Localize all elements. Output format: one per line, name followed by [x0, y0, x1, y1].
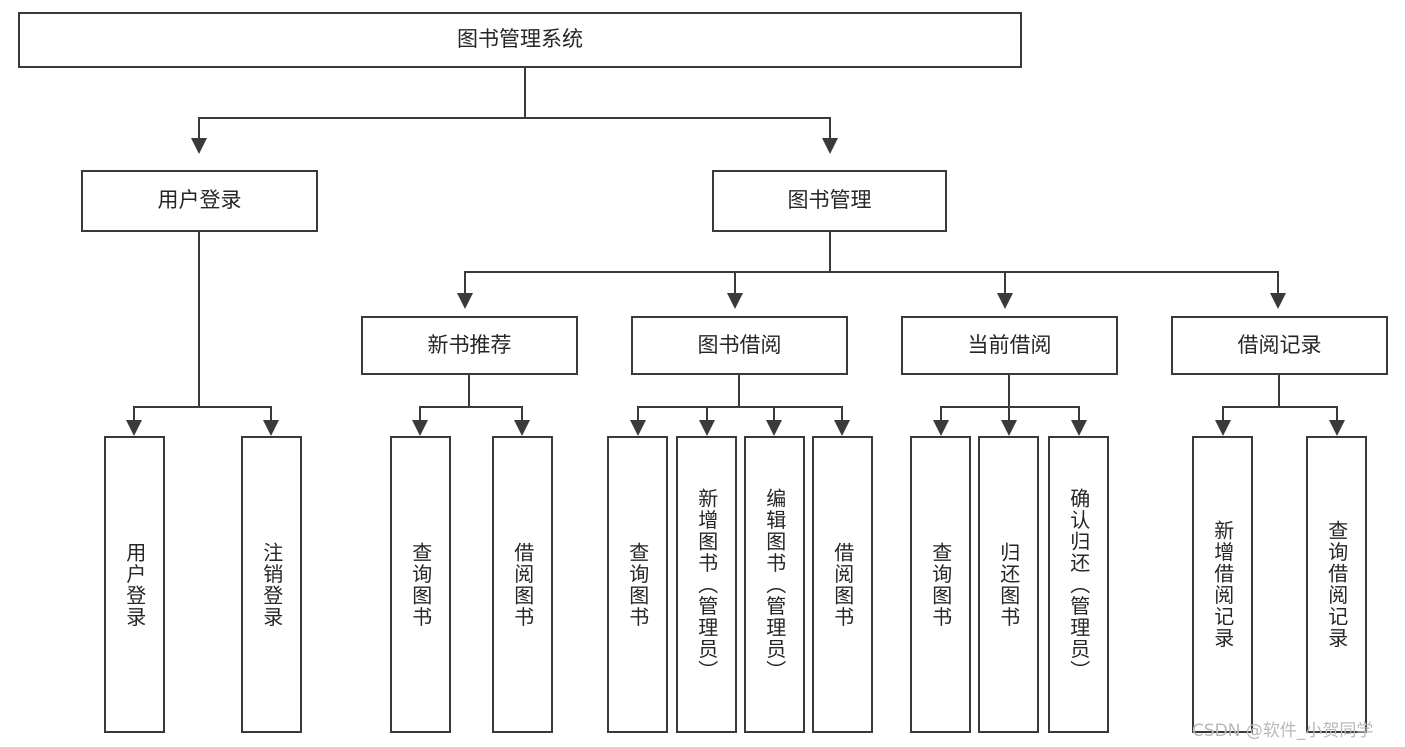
node-label: 借阅图书 [510, 541, 535, 628]
arrow-user-login-leaf1 [126, 420, 142, 436]
connector-cb-leaf1 [940, 406, 942, 422]
arrow-to-borrow-records [1270, 293, 1286, 309]
arrow-root-to-book-management [822, 138, 838, 154]
connector-br-leaf1 [1222, 406, 1224, 422]
node-book-management[interactable]: 图书管理 [712, 170, 947, 232]
arrow-nbr-leaf1 [412, 420, 428, 436]
leaf-borrow-book-nbr[interactable]: 借阅图书 [492, 436, 553, 733]
connector-current-borrow-bus [940, 406, 1080, 408]
node-label: 当前借阅 [967, 332, 1052, 357]
node-label: 用户登录 [157, 188, 242, 213]
connector-user-login-bus [133, 406, 271, 408]
arrow-bb-leaf3 [766, 420, 782, 436]
arrow-user-login-leaf2 [263, 420, 279, 436]
leaf-borrow-book-bb[interactable]: 借阅图书 [812, 436, 873, 733]
node-label: 借阅图书 [830, 541, 855, 628]
connector-book-borrow-stem [738, 375, 740, 407]
connector-bb-leaf4 [841, 406, 843, 422]
node-label: 确认归还（管理员） [1066, 487, 1091, 682]
connector-user-login-stem [198, 232, 200, 407]
connector-to-book-borrow [734, 271, 736, 295]
arrow-to-new-book-recommend [457, 293, 473, 309]
node-label: 图书借阅 [697, 332, 782, 357]
connector-user-login-leaf1 [133, 406, 135, 422]
node-label: 新增图书（管理员） [694, 487, 719, 682]
arrow-cb-leaf1 [933, 420, 949, 436]
arrow-cb-leaf2 [1001, 420, 1017, 436]
connector-book-borrow-bus [637, 406, 843, 408]
node-new-book-recommend[interactable]: 新书推荐 [361, 316, 578, 375]
connector-cb-leaf2 [1008, 406, 1010, 422]
arrow-br-leaf1 [1215, 420, 1231, 436]
connector-to-new-book-recommend [464, 271, 466, 295]
watermark-text: CSDN @软件_小贺同学 [1192, 721, 1374, 741]
leaf-user-login[interactable]: 用户登录 [104, 436, 165, 733]
connector-root-stem [524, 68, 526, 118]
leaf-query-borrow-record[interactable]: 查询借阅记录 [1306, 436, 1367, 733]
connector-cb-leaf3 [1078, 406, 1080, 422]
node-label: 编辑图书（管理员） [762, 487, 787, 682]
arrow-cb-leaf3 [1071, 420, 1087, 436]
node-label: 查询借阅记录 [1324, 520, 1349, 649]
leaf-add-book-admin[interactable]: 新增图书（管理员） [676, 436, 737, 733]
leaf-query-book-cb[interactable]: 查询图书 [910, 436, 971, 733]
connector-level3-bus [464, 271, 1279, 273]
node-label: 查询图书 [928, 541, 953, 628]
arrow-root-to-user-login [191, 138, 207, 154]
node-root-book-management-system[interactable]: 图书管理系统 [18, 12, 1022, 68]
connector-nbr-leaf2 [521, 406, 523, 422]
connector-nbr-leaf1 [419, 406, 421, 422]
node-label: 用户登录 [122, 541, 147, 628]
connector-bb-leaf2 [706, 406, 708, 422]
connector-user-login-leaf2 [270, 406, 272, 422]
leaf-add-borrow-record[interactable]: 新增借阅记录 [1192, 436, 1253, 733]
node-label: 图书管理 [787, 188, 872, 213]
connector-root-to-book-management [829, 117, 831, 140]
connector-root-to-user-login [198, 117, 200, 140]
connector-to-borrow-records [1277, 271, 1279, 295]
node-label: 新增借阅记录 [1210, 520, 1235, 649]
node-label: 查询图书 [408, 541, 433, 628]
node-label: 新书推荐 [427, 332, 512, 357]
leaf-logout[interactable]: 注销登录 [241, 436, 302, 733]
arrow-to-book-borrow [727, 293, 743, 309]
connector-borrow-records-bus [1222, 406, 1338, 408]
arrow-bb-leaf4 [834, 420, 850, 436]
connector-to-current-borrow [1004, 271, 1006, 295]
connector-current-borrow-stem [1008, 375, 1010, 407]
arrow-bb-leaf1 [630, 420, 646, 436]
node-user-login[interactable]: 用户登录 [81, 170, 318, 232]
leaf-confirm-return-admin[interactable]: 确认归还（管理员） [1048, 436, 1109, 733]
node-label: 借阅记录 [1237, 332, 1322, 357]
leaf-edit-book-admin[interactable]: 编辑图书（管理员） [744, 436, 805, 733]
arrow-to-current-borrow [997, 293, 1013, 309]
connector-new-book-recommend-stem [468, 375, 470, 407]
connector-bb-leaf3 [773, 406, 775, 422]
connector-new-book-recommend-bus [419, 406, 523, 408]
arrow-nbr-leaf2 [514, 420, 530, 436]
connector-root-bus [198, 117, 830, 119]
arrow-br-leaf2 [1329, 420, 1345, 436]
leaf-return-book[interactable]: 归还图书 [978, 436, 1039, 733]
node-label: 图书管理系统 [457, 27, 583, 52]
connector-borrow-records-stem [1278, 375, 1280, 407]
node-label: 归还图书 [996, 541, 1021, 628]
node-label: 查询图书 [625, 541, 650, 628]
leaf-query-book-nbr[interactable]: 查询图书 [390, 436, 451, 733]
leaf-query-book-bb[interactable]: 查询图书 [607, 436, 668, 733]
connector-book-management-stem [829, 232, 831, 272]
connector-br-leaf2 [1336, 406, 1338, 422]
node-label: 注销登录 [259, 541, 284, 628]
arrow-bb-leaf2 [699, 420, 715, 436]
node-current-borrow[interactable]: 当前借阅 [901, 316, 1118, 375]
node-borrow-records[interactable]: 借阅记录 [1171, 316, 1388, 375]
node-book-borrow[interactable]: 图书借阅 [631, 316, 848, 375]
connector-bb-leaf1 [637, 406, 639, 422]
